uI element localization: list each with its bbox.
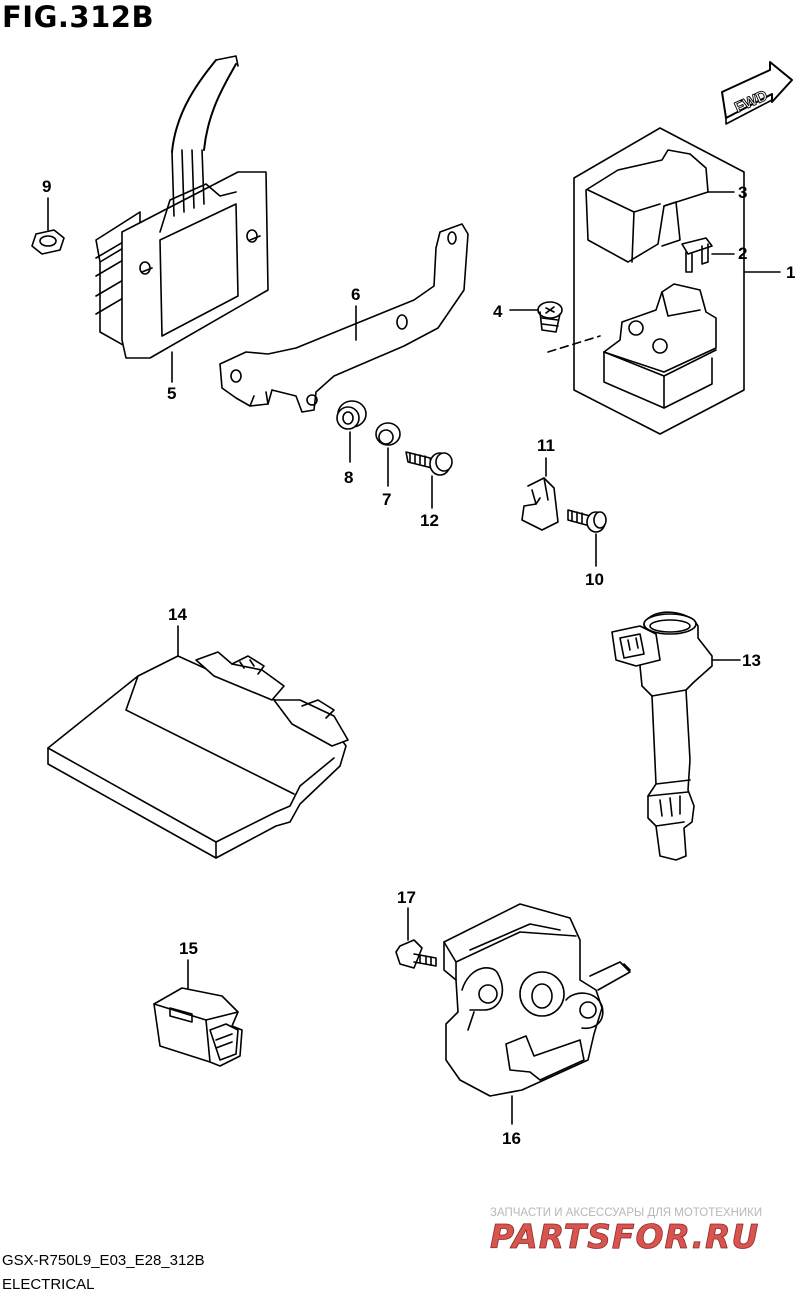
bolt-part-10 — [567, 509, 607, 567]
callout-14: 14 — [168, 605, 187, 624]
model-code: GSX-R750L9_E03_E28_312B — [2, 1252, 205, 1269]
callout-12: 12 — [420, 511, 439, 530]
fwd-arrow: FWD — [721, 61, 793, 125]
callout-17: 17 — [397, 888, 416, 907]
bracket-part-6 — [219, 223, 469, 413]
callout-7: 7 — [382, 490, 392, 509]
callout-8: 8 — [344, 468, 354, 487]
callout-16: 16 — [502, 1129, 521, 1148]
callout-11: 11 — [537, 436, 555, 455]
callout-4: 4 — [493, 302, 503, 321]
tps-part-16 — [443, 903, 631, 1125]
watermark-caption: ЗАПЧАСТИ И АКСЕССУАРЫ ДЛЯ МОТОТЕХНИКИ — [490, 1207, 763, 1219]
callout-2: 2 — [738, 244, 748, 263]
figure-title: FIG.312B — [2, 0, 155, 34]
callout-6: 6 — [351, 285, 361, 304]
regulator-part-5 — [95, 55, 269, 383]
callout-9: 9 — [42, 177, 52, 196]
callout-5: 5 — [167, 384, 177, 403]
watermark-logo-text: PARTSFOR.RU — [490, 1217, 759, 1256]
nut-part-9 — [31, 197, 65, 255]
callout-1: 1 — [786, 263, 796, 282]
section-name: ELECTRICAL — [2, 1276, 95, 1293]
starter-relay-part-1 — [547, 127, 781, 435]
callout-15: 15 — [179, 939, 198, 958]
bolt-part-17 — [395, 907, 437, 969]
clamp-part-11 — [521, 457, 559, 531]
ignition-coil-part-13 — [611, 611, 741, 861]
grommet-part-8 — [336, 400, 367, 463]
sensor-part-15 — [153, 959, 243, 1067]
watermark-logo: PARTSFOR.RU — [490, 1217, 759, 1257]
screw-part-4 — [509, 301, 563, 333]
collar-part-7 — [375, 422, 401, 487]
callout-3: 3 — [738, 183, 748, 202]
callout-13: 13 — [742, 651, 761, 670]
callout-10: 10 — [585, 570, 604, 589]
ecm-part-14 — [47, 625, 349, 859]
bolt-part-12 — [405, 451, 453, 509]
